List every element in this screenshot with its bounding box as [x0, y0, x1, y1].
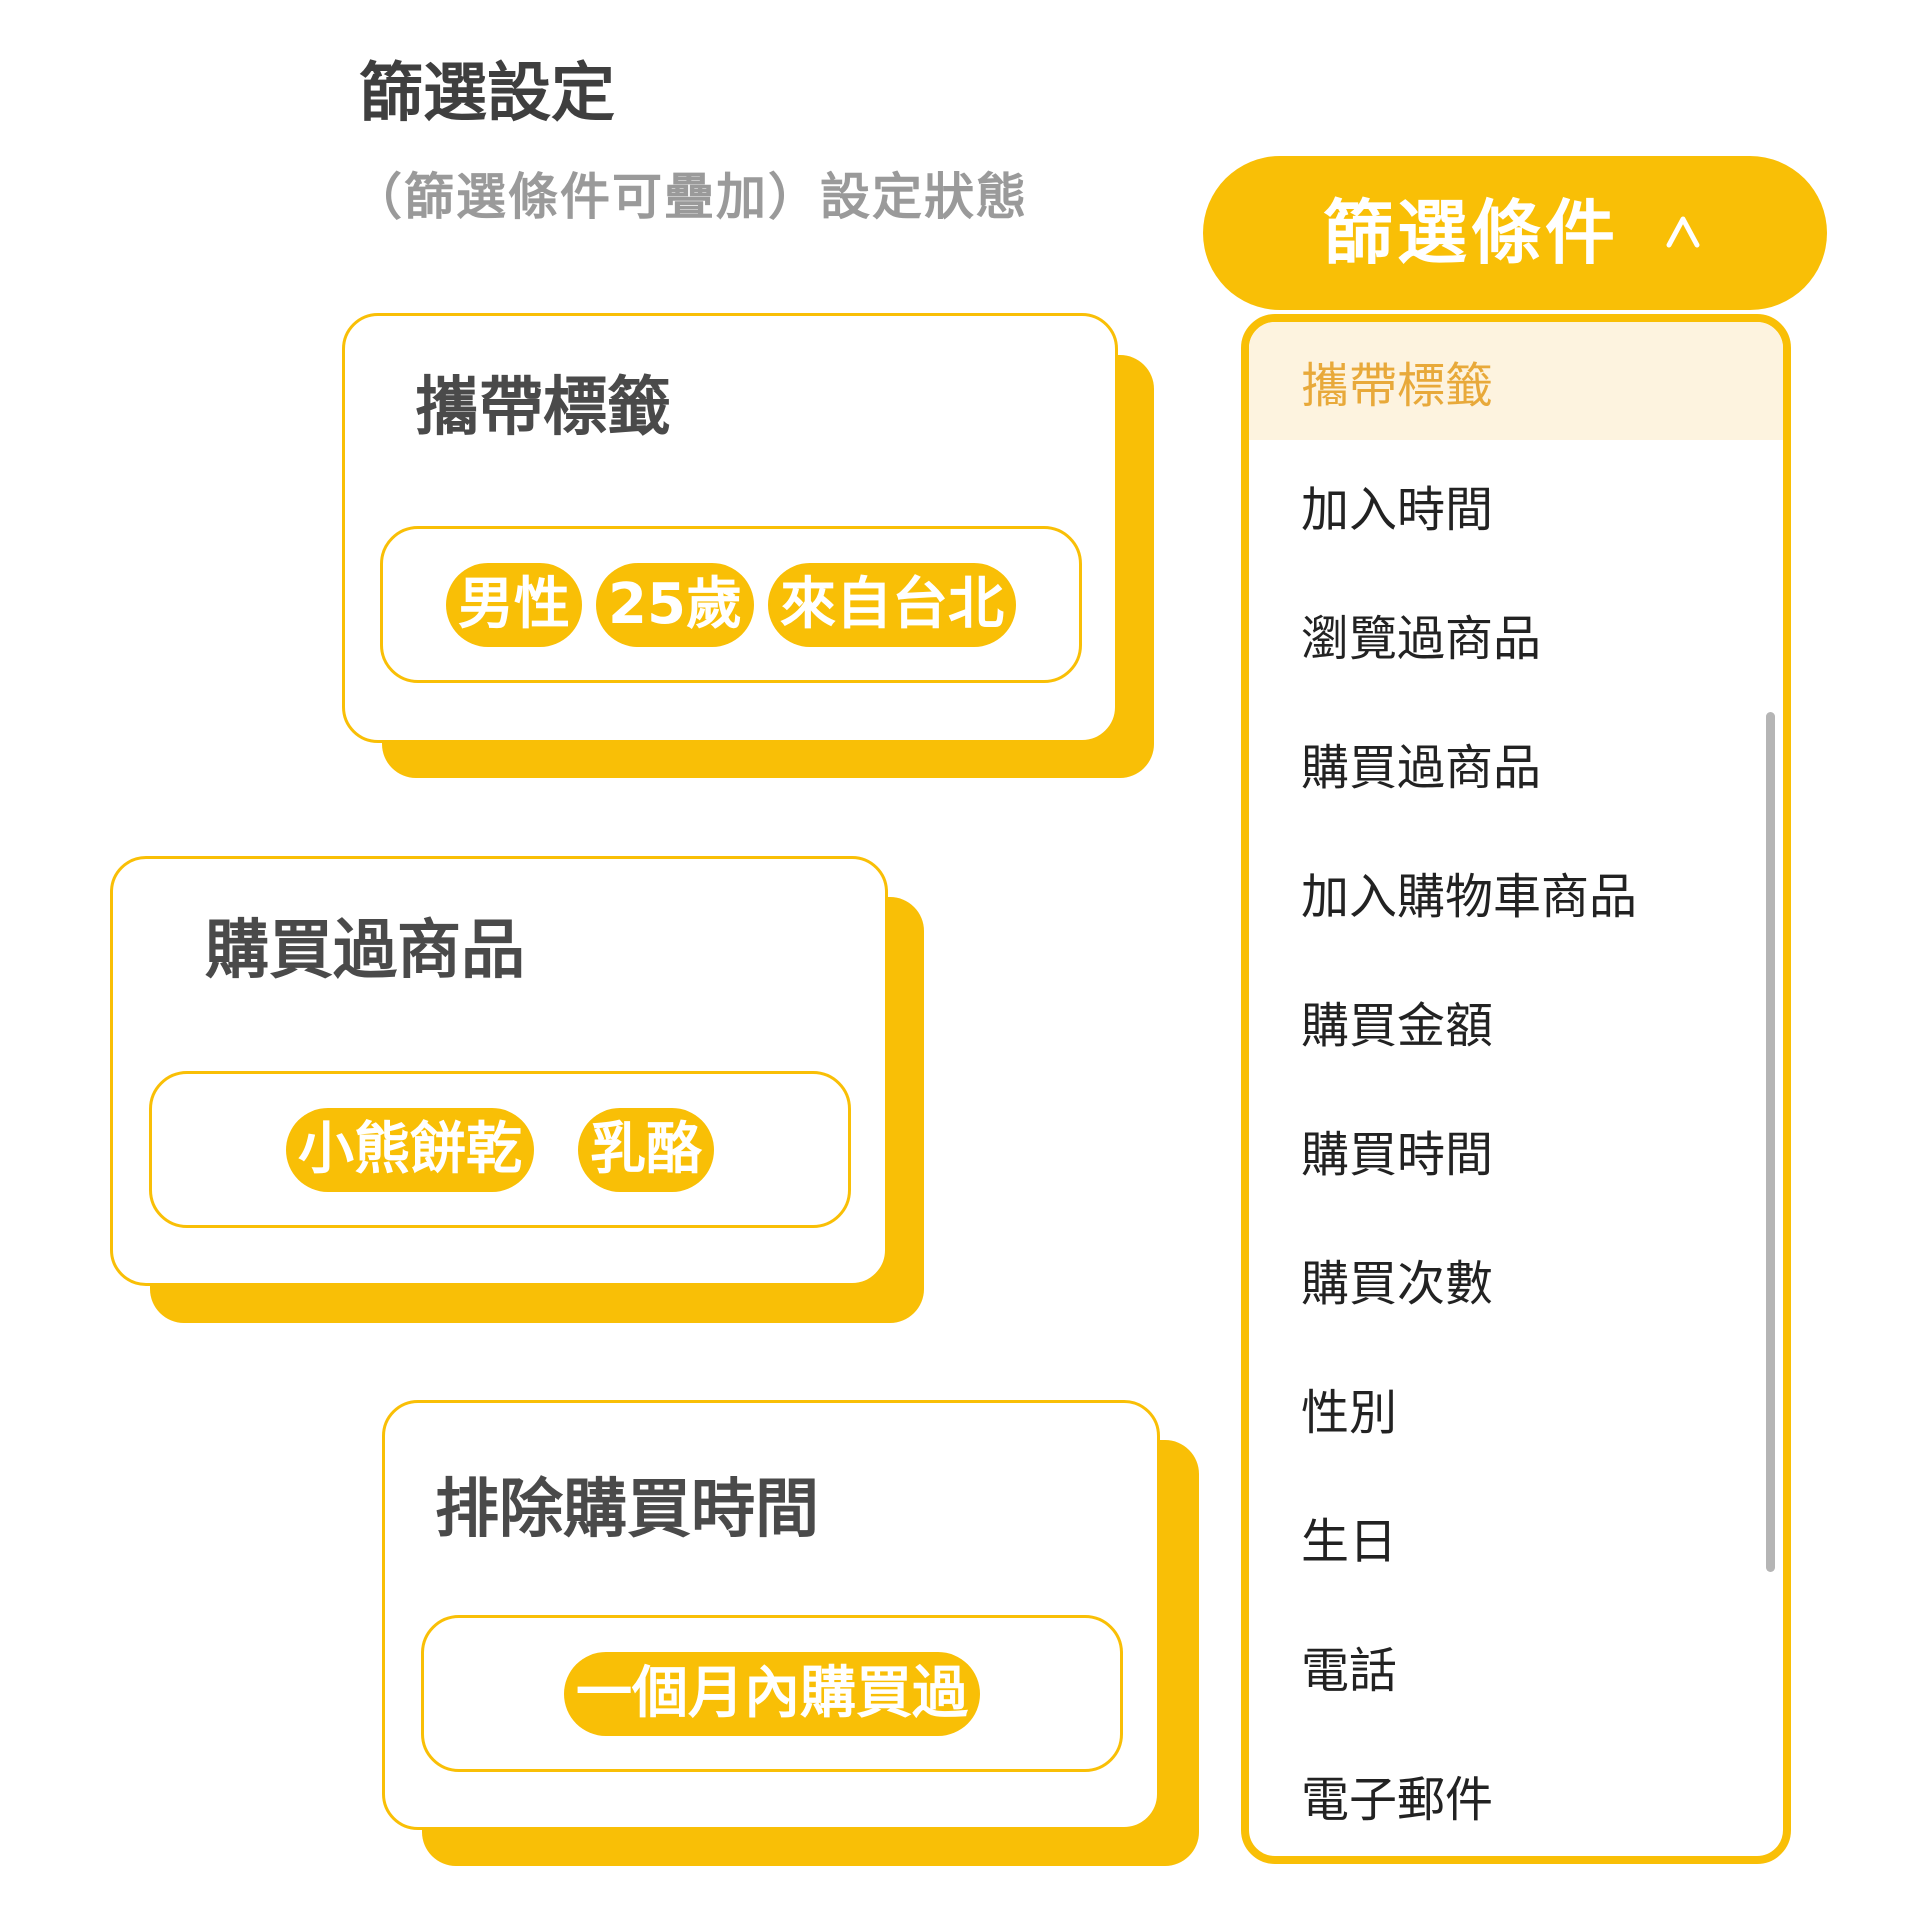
menu-item-purchase-amount[interactable]: 購買金額	[1301, 997, 1494, 1054]
chip-container: 一個月內購買過	[421, 1615, 1123, 1772]
chip-time-range[interactable]: 一個月內購買過	[566, 1653, 978, 1734]
menu-item-purchase-count[interactable]: 購買次數	[1301, 1255, 1494, 1312]
page-title: 篩選設定	[359, 57, 615, 131]
menu-item-purchase-time[interactable]: 購買時間	[1301, 1126, 1494, 1183]
card-body: 購買過商品 小熊餅乾 乳酪	[110, 856, 888, 1286]
menu-item-viewed-products[interactable]: 瀏覽過商品	[1301, 610, 1542, 667]
menu-item-phone[interactable]: 電話	[1301, 1642, 1398, 1699]
card-title: 排除購買時間	[435, 1473, 819, 1547]
chip-product[interactable]: 乳酪	[580, 1109, 712, 1190]
card-title: 購買過商品	[205, 914, 525, 988]
menu-item-join-time[interactable]: 加入時間	[1301, 481, 1494, 538]
menu-item-email[interactable]: 電子郵件	[1301, 1771, 1494, 1828]
filter-conditions-dropdown-button[interactable]: 篩選條件	[1203, 156, 1827, 310]
menu-item-gender[interactable]: 性別	[1301, 1384, 1398, 1441]
card-body: 排除購買時間 一個月內購買過	[382, 1400, 1160, 1830]
chip-product[interactable]: 小熊餅乾	[288, 1109, 532, 1190]
chevron-up-icon	[1659, 209, 1707, 257]
menu-item-purchased-products[interactable]: 購買過商品	[1301, 739, 1542, 796]
menu-item-tags[interactable]: 攜帶標籤	[1249, 322, 1783, 440]
menu-item-birthday[interactable]: 生日	[1301, 1513, 1398, 1570]
chip-tag[interactable]: 男性	[448, 564, 581, 645]
menu-item-cart-products[interactable]: 加入購物車商品	[1301, 868, 1638, 925]
chip-tag[interactable]: 25歲	[598, 564, 752, 645]
filter-conditions-menu: 攜帶標籤 加入時間 瀏覽過商品 購買過商品 加入購物車商品 購買金額 購買時間 …	[1241, 314, 1791, 1864]
menu-list: 攜帶標籤 加入時間 瀏覽過商品 購買過商品 加入購物車商品 購買金額 購買時間 …	[1249, 322, 1783, 1856]
chip-container: 小熊餅乾 乳酪	[149, 1071, 851, 1228]
card-title: 攜帶標籤	[415, 371, 671, 445]
page-subtitle: （篩選條件可疊加）設定狀態	[352, 168, 1028, 226]
card-body: 攜帶標籤 男性 25歲 來自台北	[342, 313, 1118, 743]
chip-container: 男性 25歲 來自台北	[380, 526, 1082, 683]
menu-scrollbar[interactable]	[1766, 712, 1775, 1572]
chip-tag[interactable]: 來自台北	[769, 564, 1014, 645]
dropdown-label: 篩選條件	[1323, 192, 1619, 274]
